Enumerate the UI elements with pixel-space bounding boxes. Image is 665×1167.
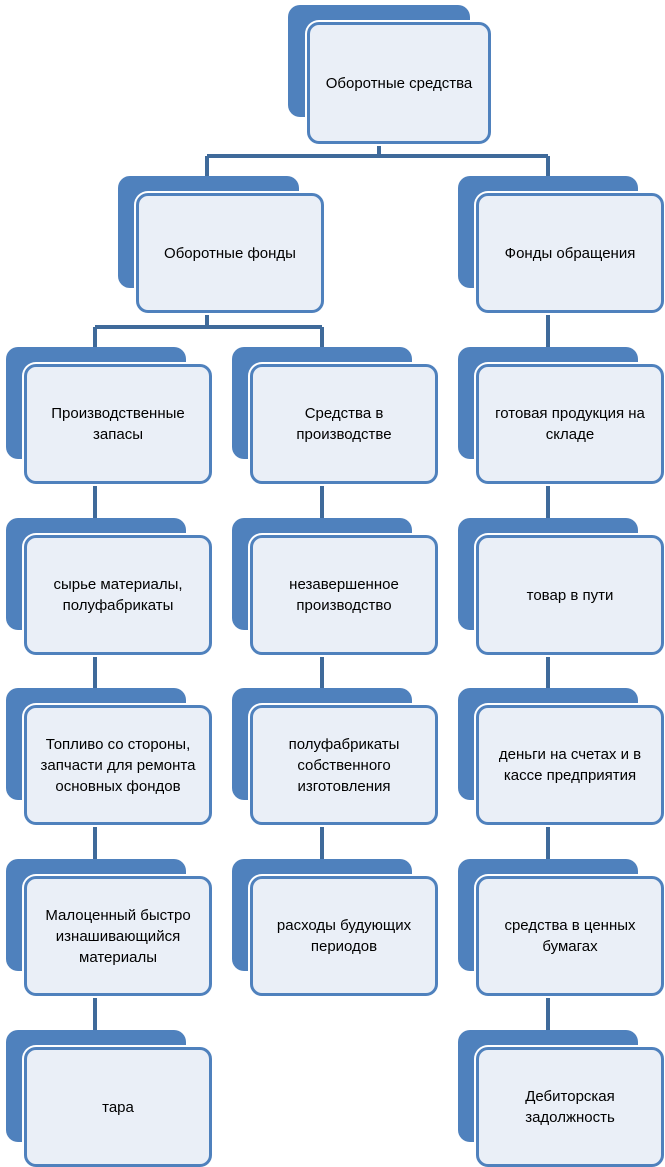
node-col1-item-2-label: Топливо со стороны, запчасти для ремонта…: [24, 705, 212, 825]
node-root-label: Оборотные средства: [307, 22, 491, 144]
node-col1-item-4-label: тара: [24, 1047, 212, 1167]
node-col3-item-3-label: средства в ценных бумагах: [476, 876, 664, 996]
node-col3-item-1-label: товар в пути: [476, 535, 664, 655]
node-col1-item-1-label: сырье материалы, полуфабрикаты: [24, 535, 212, 655]
node-oborotnye-fondy-label: Оборотные фонды: [136, 193, 324, 313]
node-col3-header-label: готовая продукция на складе: [476, 364, 664, 484]
node-col1-header-label: Производственные запасы: [24, 364, 212, 484]
node-col2-item-1-label: незавершенное производство: [250, 535, 438, 655]
node-col2-item-3-label: расходы будующих периодов: [250, 876, 438, 996]
node-col1-item-3-label: Малоценный быстро изнашивающийся материа…: [24, 876, 212, 996]
node-fondy-obrashcheniya-label: Фонды обращения: [476, 193, 664, 313]
node-col3-item-4-label: Дебиторская задолжность: [476, 1047, 664, 1167]
node-col2-item-2-label: полуфабрикаты собственного изготовления: [250, 705, 438, 825]
node-col2-header-label: Средства в производстве: [250, 364, 438, 484]
node-col3-item-2-label: деньги на счетах и в кассе предприятия: [476, 705, 664, 825]
